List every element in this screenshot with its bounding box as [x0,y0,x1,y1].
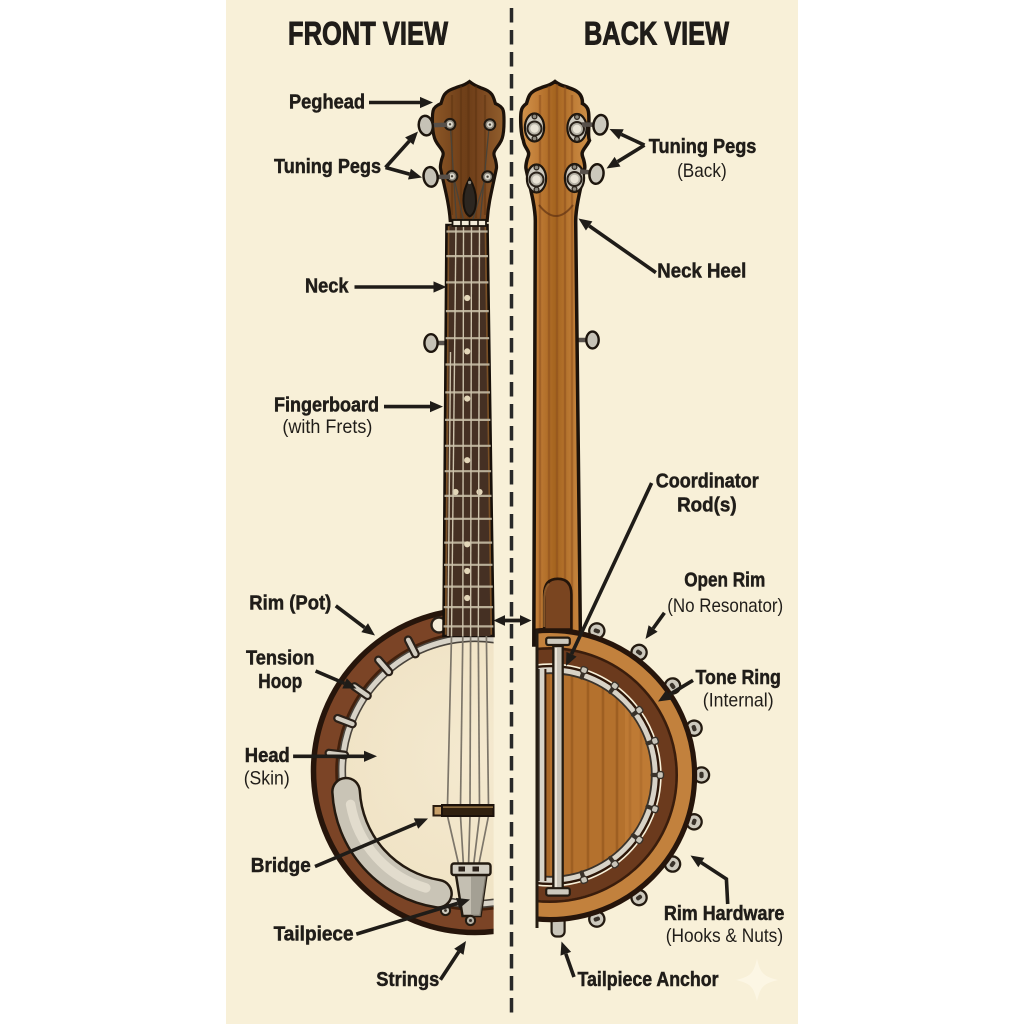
svg-text:Tone Ring: Tone Ring [696,667,781,689]
svg-text:(Skin): (Skin) [244,768,290,790]
svg-text:Rim (Pot): Rim (Pot) [249,592,331,614]
svg-text:Neck Heel: Neck Heel [657,261,746,283]
svg-text:(with Frets): (with Frets) [282,416,372,438]
svg-text:Tailpiece: Tailpiece [274,923,354,945]
svg-text:Rod(s): Rod(s) [677,494,737,516]
svg-text:Tuning Pegs: Tuning Pegs [274,156,381,178]
svg-text:(Hooks & Nuts): (Hooks & Nuts) [666,925,783,947]
svg-text:(Internal): (Internal) [703,689,774,711]
svg-text:BACK VIEW: BACK VIEW [584,16,729,52]
svg-text:Hoop: Hoop [258,671,302,693]
svg-text:FRONT VIEW: FRONT VIEW [288,16,448,52]
svg-text:Rim Hardware: Rim Hardware [664,903,785,925]
svg-text:Fingerboard: Fingerboard [274,395,379,417]
svg-text:Open Rim: Open Rim [684,570,765,592]
svg-text:(No Resonator): (No Resonator) [667,595,783,617]
svg-text:(Back): (Back) [677,160,727,182]
svg-text:Tailpiece Anchor: Tailpiece Anchor [578,969,719,991]
svg-text:Coordinator: Coordinator [656,470,759,492]
svg-text:Head: Head [245,745,290,767]
svg-text:Tuning Pegs: Tuning Pegs [649,136,757,158]
svg-text:Neck: Neck [305,276,349,298]
svg-text:Bridge: Bridge [251,855,311,877]
svg-text:Tension: Tension [246,647,315,669]
svg-text:Peghead: Peghead [289,91,365,113]
svg-text:Strings: Strings [376,969,439,991]
